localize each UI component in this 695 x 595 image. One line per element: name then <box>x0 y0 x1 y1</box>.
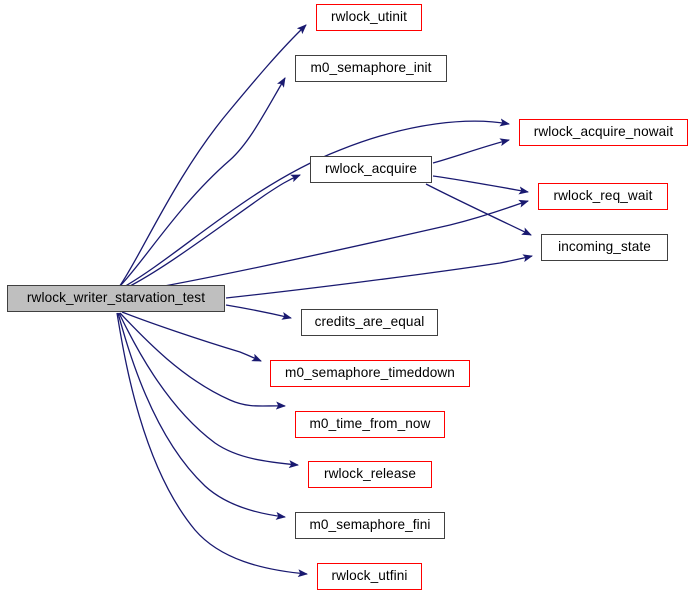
graph-node-label: rwlock_utfini <box>331 568 408 584</box>
graph-node-label: m0_time_from_now <box>309 416 431 432</box>
graph-node-rwlock-req-wait[interactable]: rwlock_req_wait <box>538 183 668 210</box>
graph-node-label: rwlock_release <box>323 466 417 482</box>
graph-node-label: m0_semaphore_fini <box>309 517 431 533</box>
graph-node-m0-semaphore-init[interactable]: m0_semaphore_init <box>295 55 447 82</box>
graph-node-rwlock-acquire-nowait[interactable]: rwlock_acquire_nowait <box>519 119 688 146</box>
graph-node-label: incoming_state <box>558 239 651 255</box>
graph-edge <box>123 199 529 294</box>
graph-node-label: rwlock_writer_starvation_test <box>26 290 206 306</box>
graph-edge <box>117 312 286 520</box>
graph-node-label: rwlock_utinit <box>330 9 408 25</box>
graph-node-label: credits_are_equal <box>314 314 425 330</box>
graph-edge <box>425 183 532 236</box>
graph-edge <box>225 304 292 320</box>
graph-node-m0-semaphore-timeddown[interactable]: m0_semaphore_timeddown <box>270 360 470 387</box>
graph-node-rwlock-utfini[interactable]: rwlock_utfini <box>317 563 422 590</box>
graph-node-credits-are-equal[interactable]: credits_are_equal <box>301 309 438 336</box>
graph-edge <box>118 312 299 469</box>
graph-edge <box>119 312 286 410</box>
graph-edges <box>116 24 533 578</box>
graph-node-label: rwlock_acquire <box>324 161 418 177</box>
graph-node-rwlock-release[interactable]: rwlock_release <box>308 461 432 488</box>
graph-edge <box>432 175 529 195</box>
graph-node-label: rwlock_req_wait <box>553 188 653 204</box>
graph-edge <box>432 138 510 164</box>
graph-edge <box>225 254 533 299</box>
graph-node-label: m0_semaphore_init <box>310 60 432 76</box>
graph-node-rwlock-acquire[interactable]: rwlock_acquire <box>310 156 432 183</box>
graph-node-incoming-state[interactable]: incoming_state <box>541 234 668 261</box>
graph-edge <box>116 312 308 578</box>
graph-edge <box>118 77 286 288</box>
graph-node-root[interactable]: rwlock_writer_starvation_test <box>7 285 225 312</box>
graph-node-m0-semaphore-fini[interactable]: m0_semaphore_fini <box>295 512 445 539</box>
graph-edge <box>121 118 510 289</box>
graph-node-m0-time-from-now[interactable]: m0_time_from_now <box>295 411 445 438</box>
graph-edge <box>121 311 262 362</box>
graph-edge <box>118 24 307 288</box>
graph-node-rwlock-utinit[interactable]: rwlock_utinit <box>316 4 422 31</box>
graph-node-label: m0_semaphore_timeddown <box>285 365 455 381</box>
graph-node-label: rwlock_acquire_nowait <box>533 124 674 140</box>
graph-edge <box>121 174 301 291</box>
